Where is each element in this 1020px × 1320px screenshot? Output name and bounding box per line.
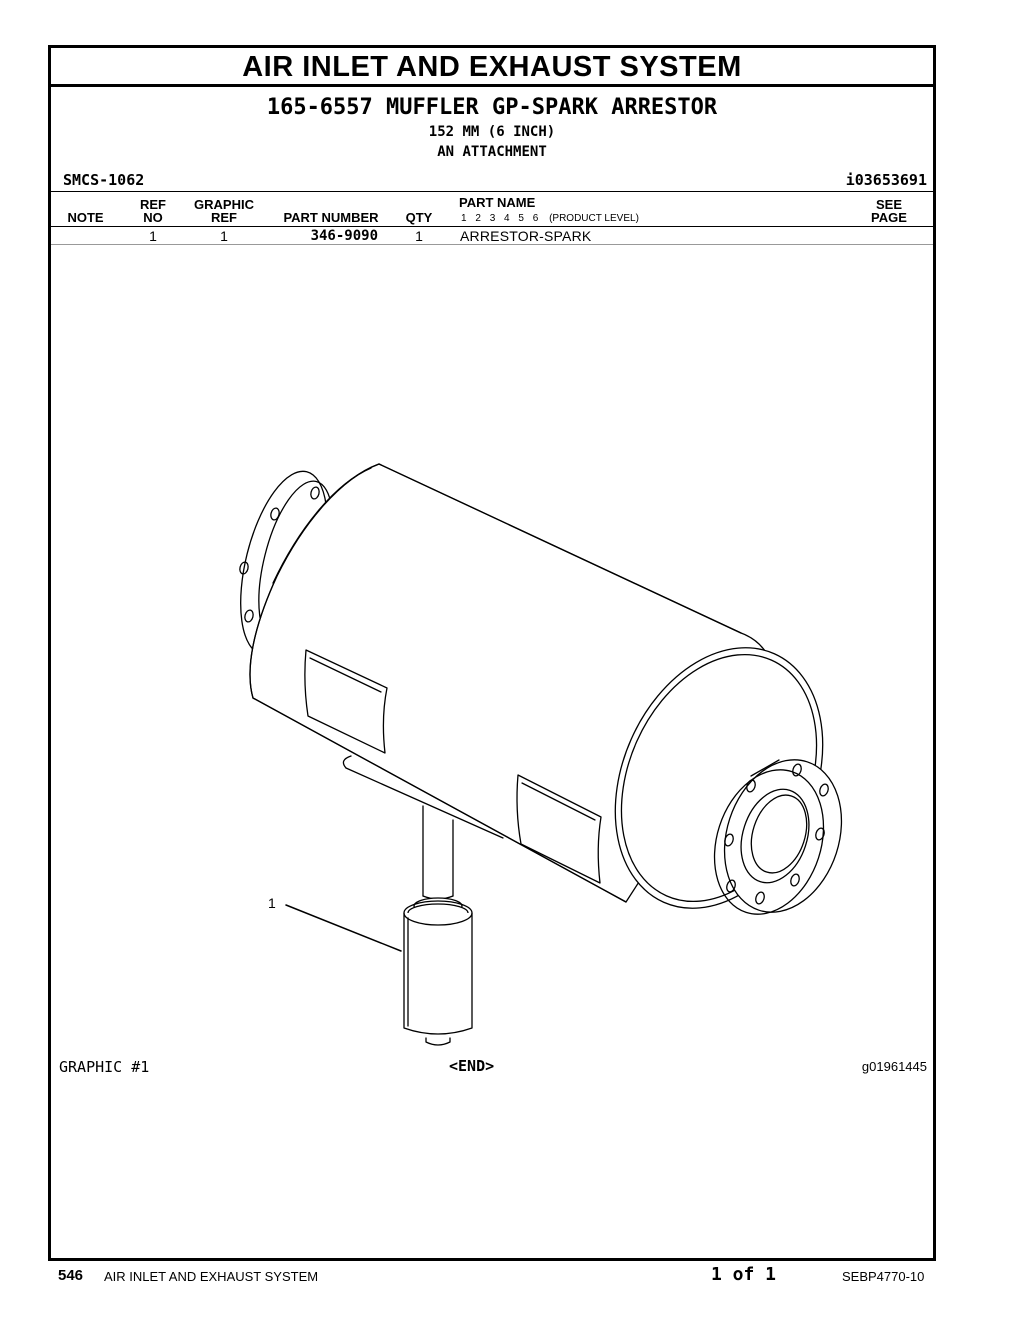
level-5: 5 <box>518 213 524 224</box>
row-graphic-ref: 1 <box>220 228 228 244</box>
nameplate-rear <box>304 649 388 754</box>
column-header-part-name: PART NAME <box>459 195 536 210</box>
column-header-graphic-ref: GRAPHIC REF <box>189 198 259 224</box>
outlet-flange <box>713 759 843 915</box>
row-part-name: ARRESTOR-SPARK <box>460 228 592 244</box>
group-type: AN ATTACHMENT <box>437 144 547 160</box>
column-header-ref-no-text: REF NO <box>140 197 166 225</box>
row-qty: 1 <box>415 228 423 244</box>
product-level-scale: 1 2 3 4 5 6 (PRODUCT LEVEL) <box>461 213 639 224</box>
nameplate-front <box>516 774 602 884</box>
end-marker: <END> <box>449 1057 495 1075</box>
level-2: 2 <box>475 213 481 224</box>
footer-page-count: 1 of 1 <box>711 1264 777 1285</box>
row-part-number: 346-9090 <box>310 228 378 244</box>
footer-doc-number: SEBP4770-10 <box>842 1269 925 1284</box>
row-ref-no: 1 <box>149 228 157 244</box>
column-header-see-page: SEE PAGE <box>859 198 919 224</box>
section-title: AIR INLET AND EXHAUST SYSTEM <box>242 51 742 83</box>
group-title: 165-6557 MUFFLER GP-SPARK ARRESTOR <box>266 95 718 120</box>
column-header-see-page-text: SEE PAGE <box>871 197 907 225</box>
table-top-rule <box>51 191 933 192</box>
column-header-part-number: PART NUMBER <box>283 210 379 225</box>
group-size: 152 MM (6 INCH) <box>428 124 556 140</box>
spark-arrestor-canister <box>403 805 473 1046</box>
level-4: 4 <box>504 213 510 224</box>
graphic-label: GRAPHIC #1 <box>59 1058 150 1076</box>
header-bottom-rule <box>51 226 933 227</box>
column-header-graphic-ref-text: GRAPHIC REF <box>194 197 254 225</box>
level-3: 3 <box>489 213 496 224</box>
column-header-qty: QTY <box>405 210 433 225</box>
graphic-id: g01961445 <box>861 1059 927 1074</box>
title-band: AIR INLET AND EXHAUST SYSTEM <box>51 48 933 87</box>
page-frame: AIR INLET AND EXHAUST SYSTEM 165-6557 MU… <box>48 45 936 1261</box>
row-bottom-rule <box>51 244 933 245</box>
product-level-label: (PRODUCT LEVEL) <box>549 213 639 224</box>
footer-page-number: 546 <box>58 1267 84 1284</box>
callout-leader <box>285 904 402 952</box>
level-6: 6 <box>532 213 539 224</box>
column-header-note: NOTE <box>67 210 104 225</box>
level-1: 1 <box>461 213 467 224</box>
column-header-ref-no: REF NO <box>135 198 171 224</box>
muffler-illustration: 1 <box>239 463 843 1046</box>
callout-number: 1 <box>268 895 276 911</box>
footer-section-name: AIR INLET AND EXHAUST SYSTEM <box>104 1269 319 1284</box>
smcs-code: SMCS-1062 <box>63 171 145 189</box>
document-id: i03653691 <box>845 171 927 189</box>
